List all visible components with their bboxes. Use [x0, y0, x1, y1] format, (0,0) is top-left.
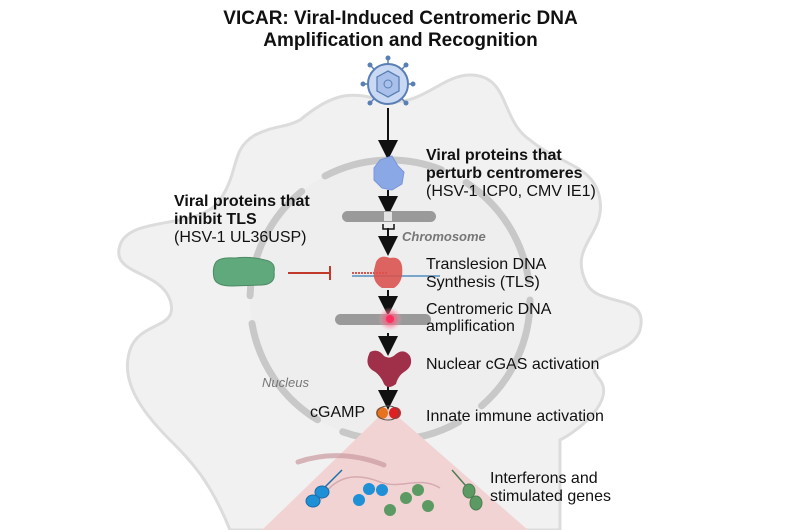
ifn-label-2: stimulated genes	[490, 488, 611, 505]
ifn-label-1: Interferons and	[490, 470, 598, 487]
chromosome-icon	[342, 211, 436, 230]
perturb-heading-1: Viral proteins that	[426, 147, 562, 164]
cgamp-molecule-icon	[376, 405, 401, 421]
herpesvirus-icon	[360, 55, 416, 106]
tls-label-2: Synthesis (TLS)	[426, 274, 540, 291]
amp-label-2: amplification	[426, 318, 515, 335]
tls-polymerase-icon	[352, 256, 440, 288]
perturb-heading-2: perturb centromeres	[426, 165, 583, 182]
cgas-enzyme-icon	[367, 350, 412, 387]
tls-label-1: Translesion DNA	[426, 256, 547, 273]
tls-inhibitor-protein-icon	[212, 256, 275, 287]
title-line-2: Amplification and Recognition	[263, 30, 538, 51]
inhibition-line	[288, 266, 331, 280]
amp-label-1: Centromeric DNA	[426, 301, 552, 318]
immune-cone	[262, 408, 528, 530]
cone-membrane	[295, 453, 387, 468]
viral-protein-blob-icon	[373, 155, 405, 191]
amplified-chromosome-icon	[335, 307, 431, 331]
inhibit-examples: (HSV-1 UL36USP)	[174, 229, 307, 246]
inhibit-heading-1: Viral proteins that	[174, 193, 310, 210]
inhibit-heading-2: inhibit TLS	[174, 211, 257, 228]
interferon-molecules	[305, 469, 483, 516]
innate-label: Innate immune activation	[426, 408, 604, 425]
nucleus-label: Nucleus	[262, 375, 309, 390]
chromosome-label: Chromosome	[402, 229, 486, 244]
cgas-label: Nuclear cGAS activation	[426, 356, 600, 373]
cgamp-label: cGAMP	[310, 404, 366, 421]
cone-vesicle-line	[317, 476, 441, 506]
perturb-examples: (HSV-1 ICP0, CMV IE1)	[426, 183, 596, 200]
title-line-1: VICAR: Viral-Induced Centromeric DNA	[223, 8, 578, 29]
